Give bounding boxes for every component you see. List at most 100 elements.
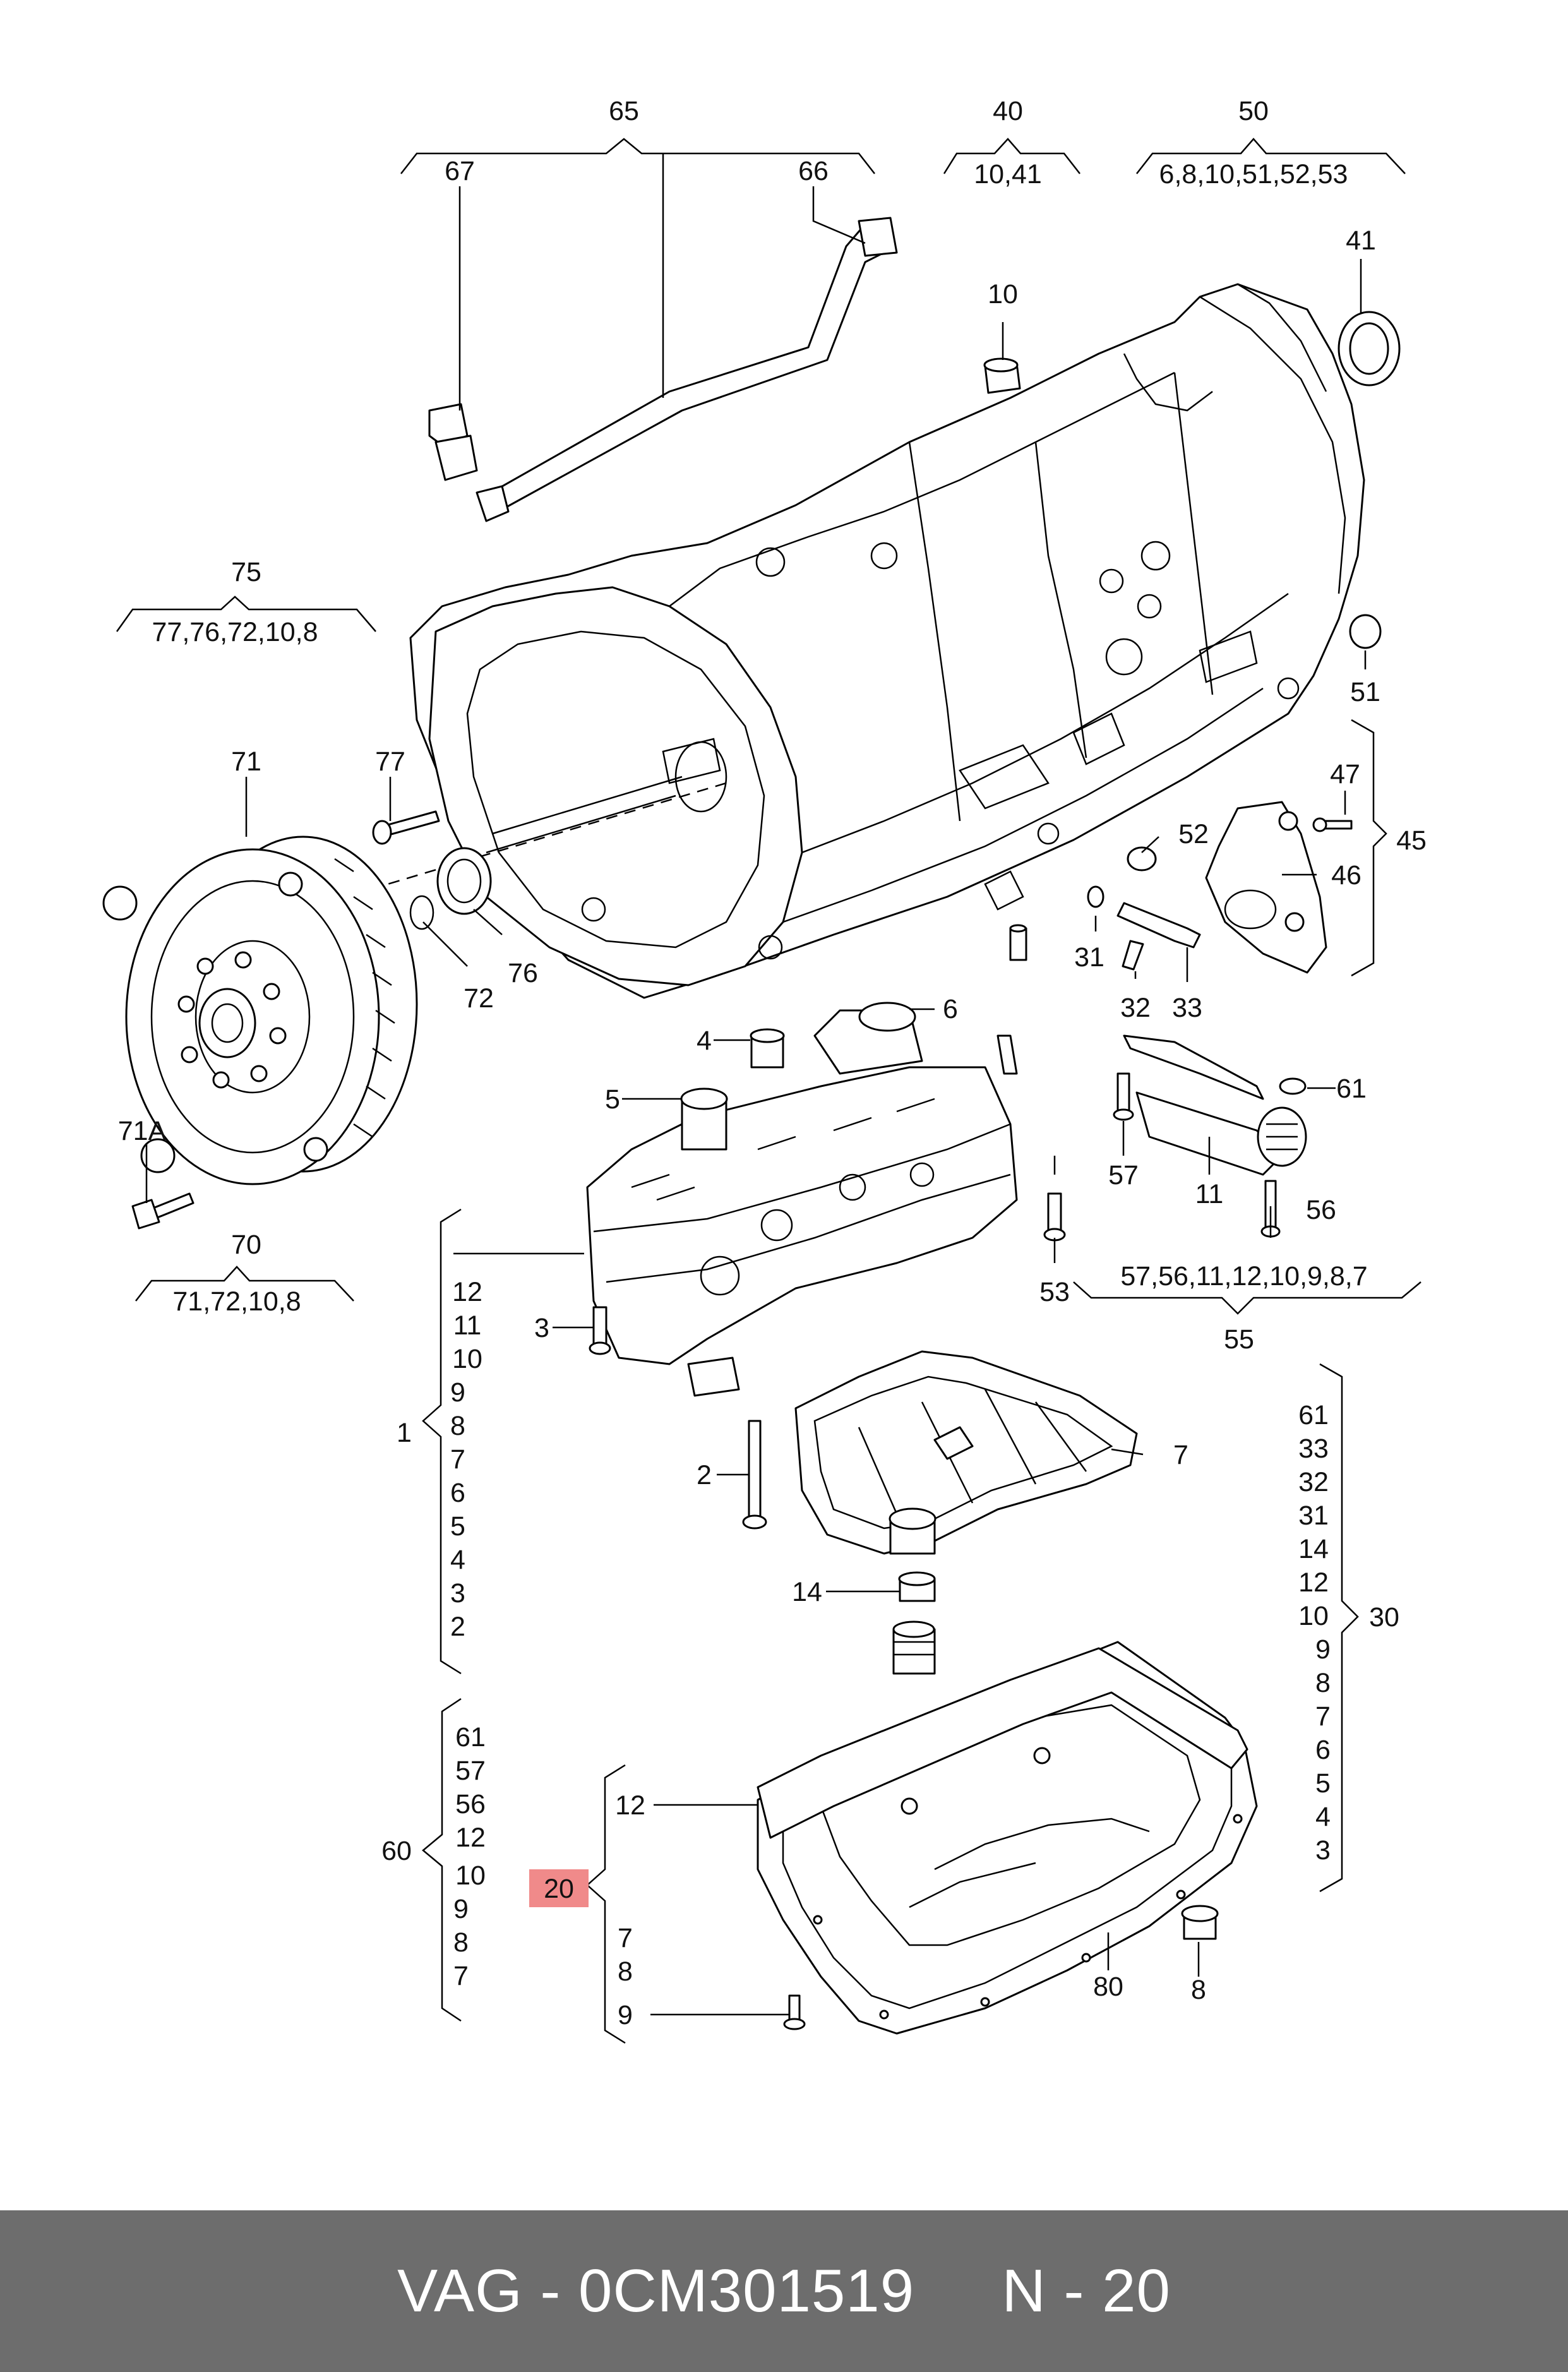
list-item: 33 xyxy=(1298,1434,1329,1464)
callout-14: 14 xyxy=(792,1577,822,1607)
list-item: 8 xyxy=(1315,1668,1331,1698)
plug-icon xyxy=(1349,614,1382,649)
callout-5: 5 xyxy=(605,1084,620,1115)
list-item: 2 xyxy=(450,1612,465,1642)
bolt-icon xyxy=(372,810,440,845)
kit-1-list: 12 11 10 9 8 7 6 5 4 3 2 xyxy=(450,1277,482,1642)
callout-4: 4 xyxy=(697,1026,712,1056)
callout-53: 53 xyxy=(1039,1277,1070,1307)
list-item: 9 xyxy=(450,1377,465,1408)
callout-3: 3 xyxy=(534,1313,549,1343)
callout-51: 51 xyxy=(1350,677,1380,707)
bolt-icon xyxy=(783,1994,806,2030)
list-item: 9 xyxy=(453,1894,469,1924)
solenoid-icon xyxy=(1123,1034,1307,1238)
list-item: 8 xyxy=(450,1411,465,1441)
list-item: 10 xyxy=(455,1860,486,1891)
callout-20: 20 xyxy=(544,1874,574,1904)
callout-1: 1 xyxy=(397,1418,412,1448)
highlight-box xyxy=(529,1869,589,1907)
oil-pipe-icon xyxy=(476,217,898,522)
plug-icon xyxy=(892,1620,936,1675)
list-item: 8 xyxy=(618,1956,633,1987)
callout-61-right: 61 xyxy=(1336,1074,1367,1104)
list-item: 56 xyxy=(455,1789,486,1819)
list-item: 10 xyxy=(1298,1601,1329,1631)
kit-20-list: 7 8 xyxy=(618,1923,633,1987)
callout-41: 41 xyxy=(1346,225,1376,256)
callout-31: 31 xyxy=(1074,942,1104,973)
callout-7-filter: 7 xyxy=(1173,1440,1188,1470)
list-item: 10 xyxy=(452,1344,482,1374)
list-item: 11 xyxy=(453,1310,482,1341)
list-item: 12 xyxy=(455,1823,486,1853)
part-number-text: VAG - 0CM301519 N - 20 xyxy=(397,2257,1171,2325)
seal-ring-icon xyxy=(1338,311,1401,386)
kit-55-contents: 57,56,11,12,10,9,8,7 xyxy=(1120,1261,1367,1291)
callout-72: 72 xyxy=(464,983,494,1014)
kit-30-list: 61 33 32 31 14 12 10 9 8 7 6 5 4 3 xyxy=(1298,1400,1331,1866)
callout-11-right: 11 xyxy=(1195,1179,1224,1209)
plug-icon xyxy=(1181,1905,1219,1940)
seal-ring-icon xyxy=(898,1571,936,1602)
list-item: 5 xyxy=(450,1511,465,1542)
callout-71: 71 xyxy=(231,746,261,777)
oil-filter-icon xyxy=(794,1350,1138,1555)
callout-65: 65 xyxy=(609,96,639,126)
kit-40-contents: 10,41 xyxy=(974,159,1042,189)
callout-40: 40 xyxy=(993,96,1023,126)
callout-80: 80 xyxy=(1093,1972,1123,2002)
list-item: 57 xyxy=(455,1756,486,1786)
callout-45: 45 xyxy=(1396,825,1427,856)
callout-6: 6 xyxy=(943,994,958,1024)
callout-66: 66 xyxy=(798,156,829,186)
callout-70: 70 xyxy=(231,1230,261,1260)
list-item: 61 xyxy=(455,1722,486,1752)
callout-30: 30 xyxy=(1369,1602,1399,1632)
list-item: 5 xyxy=(1315,1768,1331,1799)
list-item: 3 xyxy=(450,1578,465,1608)
bolt-icon xyxy=(589,1306,611,1355)
torque-converter-icon xyxy=(102,836,418,1185)
kit-50-contents: 6,8,10,51,52,53 xyxy=(1159,159,1348,189)
callout-55: 55 xyxy=(1224,1324,1254,1355)
leader-lines xyxy=(116,138,1421,2044)
list-item: 7 xyxy=(450,1444,465,1475)
callout-52: 52 xyxy=(1178,819,1209,849)
callout-10-top: 10 xyxy=(988,279,1018,309)
callout-57-right: 57 xyxy=(1108,1160,1139,1190)
kit-60-list: 61 57 56 12 10 9 8 7 xyxy=(453,1722,486,1991)
bolt-icon xyxy=(131,1192,195,1230)
callout-77: 77 xyxy=(375,746,405,777)
callout-75: 75 xyxy=(231,557,261,587)
part-number-footer: VAG - 0CM301519 N - 20 xyxy=(0,2210,1568,2372)
list-item: 32 xyxy=(1298,1467,1329,1497)
seal-ring-icon xyxy=(436,847,492,915)
callout-2: 2 xyxy=(697,1460,712,1490)
callout-46: 46 xyxy=(1331,860,1362,890)
list-item: 4 xyxy=(1315,1802,1331,1832)
list-item: 9 xyxy=(1315,1634,1331,1665)
valve-body-icon xyxy=(586,1002,1018,1397)
callout-8-pan: 8 xyxy=(1191,1975,1206,2005)
highlight-rect xyxy=(529,1869,589,1907)
list-item: 61 xyxy=(1298,1400,1329,1430)
callout-56-right: 56 xyxy=(1306,1195,1336,1225)
callout-67: 67 xyxy=(445,156,475,186)
bolt-icon xyxy=(1043,1192,1066,1242)
list-item: 7 xyxy=(618,1923,633,1953)
list-item: 3 xyxy=(1315,1835,1331,1866)
callout-47: 47 xyxy=(1330,759,1360,789)
transmission-housing-icon xyxy=(302,283,1365,999)
list-item: 7 xyxy=(1315,1701,1331,1732)
list-item: 6 xyxy=(450,1478,465,1508)
bolt-icon xyxy=(1113,1072,1134,1121)
list-item: 7 xyxy=(453,1961,469,1991)
list-item: 14 xyxy=(1298,1534,1329,1564)
oil-pan-icon xyxy=(757,1641,1258,2035)
exploded-parts-diagram: 65 67 66 40 10,41 50 6,8,10,51,52,53 41 … xyxy=(102,96,1427,2044)
callout-12-pan: 12 xyxy=(615,1790,645,1821)
list-item: 6 xyxy=(1315,1735,1331,1765)
callout-71A: 71A xyxy=(118,1116,167,1146)
plug-icon xyxy=(983,357,1021,394)
